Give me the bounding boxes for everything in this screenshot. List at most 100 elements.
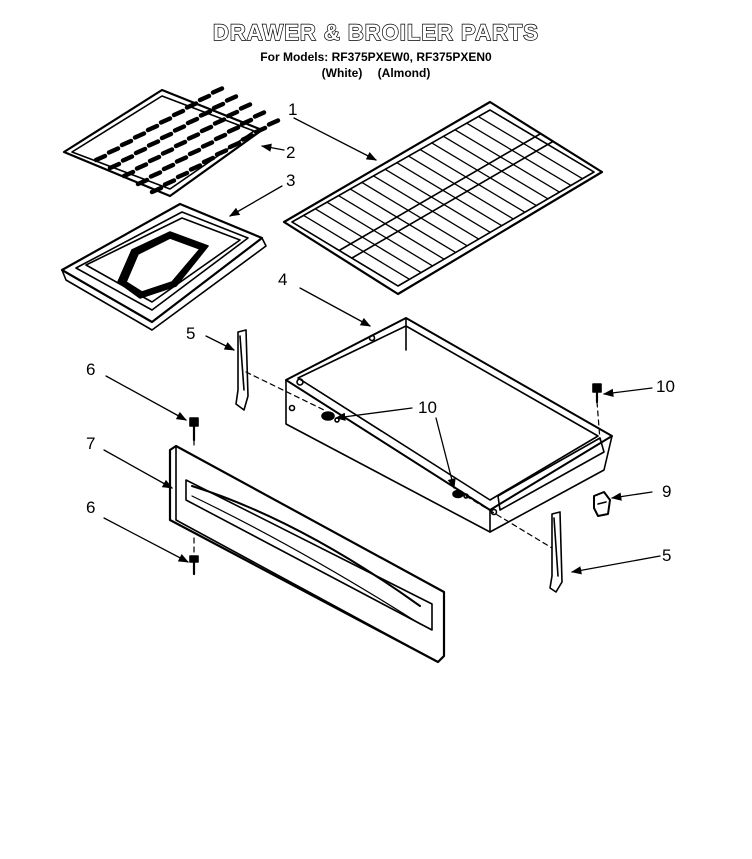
grid-slot xyxy=(159,131,174,141)
grid-slot xyxy=(93,153,108,163)
callout-4: 4 xyxy=(278,270,288,289)
grid-slot xyxy=(214,148,229,157)
drawer-glide-right xyxy=(549,511,563,593)
callout-10-right: 10 xyxy=(656,377,675,396)
rack-bar xyxy=(407,155,514,220)
grid-slot xyxy=(119,138,134,148)
callout-6-bottom: 6 xyxy=(86,498,96,517)
grid-slot xyxy=(212,117,227,126)
grid-slot xyxy=(197,93,212,103)
rack-bar xyxy=(302,214,411,280)
grid-slot xyxy=(213,132,228,142)
rack-bar xyxy=(477,115,584,180)
rack-bars xyxy=(291,109,595,287)
rack-bar xyxy=(314,208,422,274)
broiler-pan xyxy=(60,202,267,331)
callout-9: 9 xyxy=(662,482,672,501)
color-label-white: (White) xyxy=(321,66,363,80)
callout-7: 7 xyxy=(86,434,96,453)
grid-slot xyxy=(226,125,241,134)
grid-slot xyxy=(252,110,267,119)
drawer-body xyxy=(285,317,613,533)
grid-slot xyxy=(172,124,187,133)
grid-slot xyxy=(133,146,148,156)
callout-5-right: 5 xyxy=(662,546,672,565)
grid-slot xyxy=(147,154,162,164)
grid-slot xyxy=(198,109,213,118)
grid-slot xyxy=(107,161,122,171)
grid-slot xyxy=(173,139,188,149)
grid-slot xyxy=(146,139,161,148)
grid-slot xyxy=(134,162,149,171)
alignment-lines xyxy=(193,371,601,557)
grid-slot xyxy=(145,123,160,133)
callout-5-left: 5 xyxy=(186,324,196,343)
rack-bar xyxy=(431,142,538,207)
rack-bar xyxy=(396,162,503,227)
grid-slot xyxy=(174,155,189,164)
drawer-glide-left xyxy=(235,329,249,411)
grid-slot xyxy=(210,86,225,95)
grid-slot xyxy=(132,131,147,140)
callout-1: 1 xyxy=(288,100,298,119)
grid-slot xyxy=(266,118,281,127)
leader-lines xyxy=(103,117,661,575)
grid-slot xyxy=(239,117,254,127)
grid-slot xyxy=(224,94,239,103)
grid-slot xyxy=(148,170,163,179)
grid-slot xyxy=(106,146,121,155)
grid-slot xyxy=(171,108,186,118)
grid-slot xyxy=(227,140,242,150)
screw-top xyxy=(189,417,199,442)
rack-bar xyxy=(489,109,595,173)
callout-10-drawer: 10 xyxy=(418,398,437,417)
grid-slot xyxy=(201,155,216,165)
grid-slot xyxy=(186,132,201,141)
broiler-grid-slots xyxy=(93,86,281,195)
drawer-clip xyxy=(593,491,611,517)
rack-bar xyxy=(361,181,468,247)
rack-bar xyxy=(326,201,434,267)
broiler-grid xyxy=(62,86,281,198)
grid-slot xyxy=(162,178,177,187)
rack-bar xyxy=(349,188,457,254)
grid-slot xyxy=(121,169,136,179)
diagram-title: DRAWER & BROILER PARTS xyxy=(212,19,539,45)
grid-slot xyxy=(135,177,150,187)
grid-slot xyxy=(240,133,255,142)
grid-slot xyxy=(238,102,253,111)
grid-slot xyxy=(187,147,202,157)
rack-bar xyxy=(419,148,526,213)
callout-6-top: 6 xyxy=(86,360,96,379)
screw-right-top xyxy=(592,383,602,404)
grid-slot xyxy=(200,140,215,149)
grid-slot xyxy=(185,116,200,126)
rack-bar xyxy=(466,122,572,187)
screw-bottom xyxy=(189,555,199,576)
screw-drawer-right xyxy=(452,489,469,499)
rack-bar xyxy=(454,129,561,193)
color-labels: (White) (Almond) xyxy=(0,66,752,80)
grid-slot xyxy=(184,101,199,110)
grid-slot xyxy=(161,162,176,172)
grid-slot xyxy=(120,154,135,163)
drawer-front-panel xyxy=(168,444,446,664)
grid-slot xyxy=(149,185,164,195)
rack-bar xyxy=(442,135,549,200)
grid-slot xyxy=(175,170,190,180)
screw-drawer-left xyxy=(321,411,340,423)
callout-2: 2 xyxy=(286,143,296,162)
grid-slot xyxy=(199,124,214,134)
rack-bar xyxy=(384,168,491,234)
color-label-almond: (Almond) xyxy=(377,66,431,80)
grid-slot xyxy=(225,109,240,119)
oven-rack xyxy=(282,100,604,296)
rack-bar xyxy=(291,221,399,287)
callout-3: 3 xyxy=(286,171,296,190)
rack-bar xyxy=(337,194,445,260)
grid-slot xyxy=(253,125,268,135)
grid-slot xyxy=(188,163,203,172)
rack-bar xyxy=(372,175,480,240)
